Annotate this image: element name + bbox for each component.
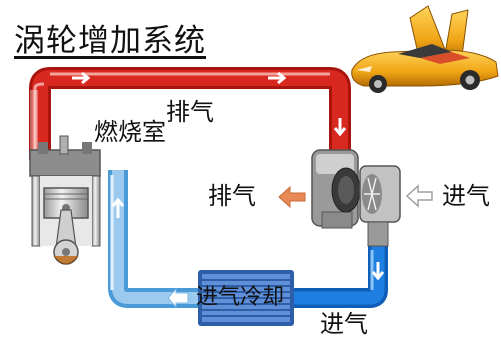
- exhaust-flow-arrow-2: [268, 71, 287, 85]
- compressed-air-pipe: [290, 245, 388, 308]
- label-intercooler: 进气冷却: [196, 285, 285, 310]
- intake-in-arrow: [405, 184, 433, 208]
- intake-return-pipe: [108, 170, 200, 309]
- intake-up-arrow: [111, 197, 125, 218]
- diagram-title: 涡轮增加系统: [14, 23, 206, 59]
- label-intake-right: 进气: [442, 182, 490, 210]
- intercooler: [198, 270, 294, 326]
- label-exhaust-out: 排气: [208, 182, 256, 210]
- label-exhaust-top: 排气: [166, 98, 214, 126]
- label-intake-bottom: 进气: [320, 310, 368, 338]
- intake-left-arrow: [167, 287, 189, 309]
- exhaust-flow-arrow-1: [72, 71, 91, 85]
- exhaust-out-arrow: [278, 185, 306, 209]
- sports-car-icon: [351, 5, 499, 93]
- exhaust-flow-arrow-3: [333, 118, 347, 137]
- exhaust-pipe: [29, 67, 351, 160]
- engine-cylinder-icon: [29, 135, 101, 265]
- label-combustion-chamber: 燃烧室: [94, 118, 166, 146]
- turbocharger-icon: [311, 149, 401, 247]
